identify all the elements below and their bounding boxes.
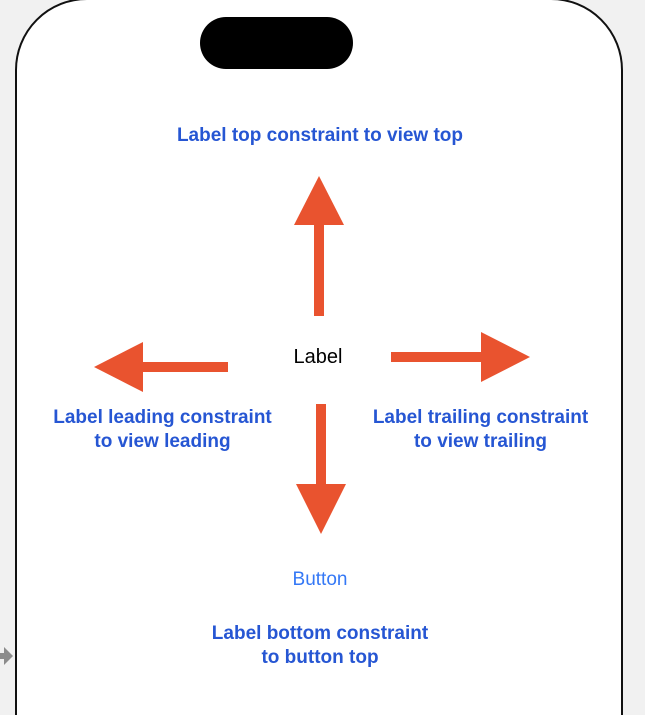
annotation-leading-line2: to view leading (94, 431, 231, 452)
annotation-top-constraint: Label top constraint to view top (120, 124, 520, 148)
annotation-leading-line1: Label leading constraint (53, 407, 272, 428)
annotation-trailing-line2: to view trailing (413, 431, 548, 452)
annotation-leading-constraint: Label leading constraint to view leading (15, 406, 310, 454)
annotation-trailing-constraint: Label trailing constraint to view traili… (333, 406, 628, 454)
annotation-bottom-line1: Label bottom constraint (211, 623, 429, 644)
annotation-bottom-constraint: Label bottom constraint to button top (170, 622, 470, 670)
button-view[interactable]: Button (292, 569, 348, 590)
annotation-bottom-line2: to button top (261, 647, 379, 668)
label-view[interactable]: Label (293, 346, 343, 368)
dynamic-island (200, 17, 353, 69)
storyboard-entry-point-arrow-icon[interactable] (0, 644, 14, 668)
annotation-trailing-line1: Label trailing constraint (372, 407, 589, 428)
annotation-top-text: Label top constraint to view top (176, 125, 464, 146)
